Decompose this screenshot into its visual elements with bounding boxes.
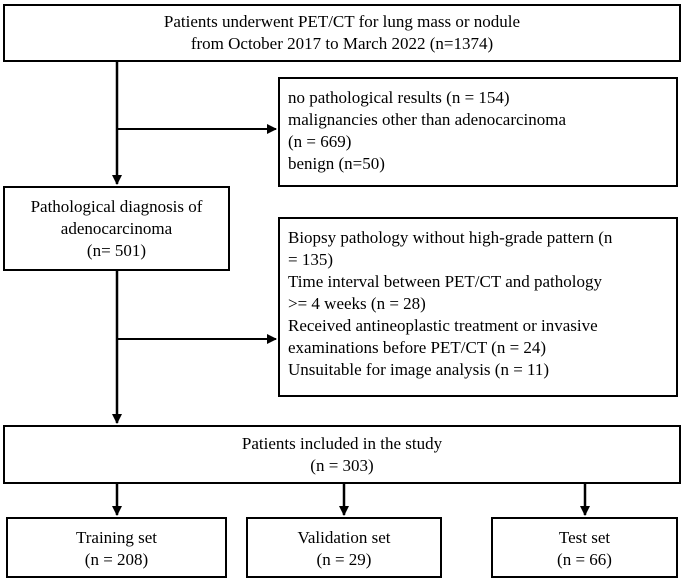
exclusion1-line-2: malignancies other than adenocarcinoma	[288, 110, 567, 129]
exclusion2-line-6: examinations before PET/CT (n = 24)	[288, 338, 547, 357]
training-set-box: Training set (n = 208)	[6, 517, 227, 578]
validation-set-box: Validation set (n = 29)	[246, 517, 442, 578]
included-line-1: Patients included in the study	[241, 434, 443, 453]
validation-line-2: (n = 29)	[316, 550, 372, 569]
start-line-1: Patients underwent PET/CT for lung mass …	[163, 12, 521, 31]
included-patients-box: Patients included in the study (n = 303)	[3, 425, 681, 484]
adenocarcinoma-box: Pathological diagnosis of adenocarcinoma…	[3, 186, 230, 271]
start-line-2: from October 2017 to March 2022 (n=1374)	[190, 34, 494, 53]
exclusion1-box: no pathological results (n = 154) malign…	[278, 77, 678, 187]
exclusion2-box: Biopsy pathology without high-grade patt…	[278, 217, 678, 397]
start-cohort-box: Patients underwent PET/CT for lung mass …	[3, 4, 681, 62]
exclusion2-line-2: = 135)	[288, 250, 333, 269]
adenocarcinoma-line-2: adenocarcinoma	[60, 219, 173, 238]
validation-line-1: Validation set	[297, 528, 391, 547]
training-line-1: Training set	[75, 528, 158, 547]
exclusion1-line-1: no pathological results (n = 154)	[288, 88, 510, 107]
test-line-2: (n = 66)	[557, 550, 612, 569]
included-line-2: (n = 303)	[310, 456, 374, 475]
exclusion2-line-3: Time interval between PET/CT and patholo…	[288, 272, 602, 291]
training-line-2: (n = 208)	[84, 550, 149, 569]
exclusion2-line-7: Unsuitable for image analysis (n = 11)	[288, 360, 550, 379]
exclusion1-line-3: (n = 669)	[288, 132, 352, 151]
exclusion2-line-1: Biopsy pathology without high-grade patt…	[288, 228, 613, 247]
exclusion1-line-4: benign (n=50)	[288, 154, 385, 173]
test-set-box: Test set (n = 66)	[491, 517, 678, 578]
exclusion2-line-5: Received antineoplastic treatment or inv…	[288, 316, 598, 335]
exclusion2-line-4: >= 4 weeks (n = 28)	[288, 294, 426, 313]
test-line-1: Test set	[558, 528, 611, 547]
adenocarcinoma-line-3: (n= 501)	[86, 241, 147, 260]
adenocarcinoma-line-1: Pathological diagnosis of	[30, 197, 203, 216]
